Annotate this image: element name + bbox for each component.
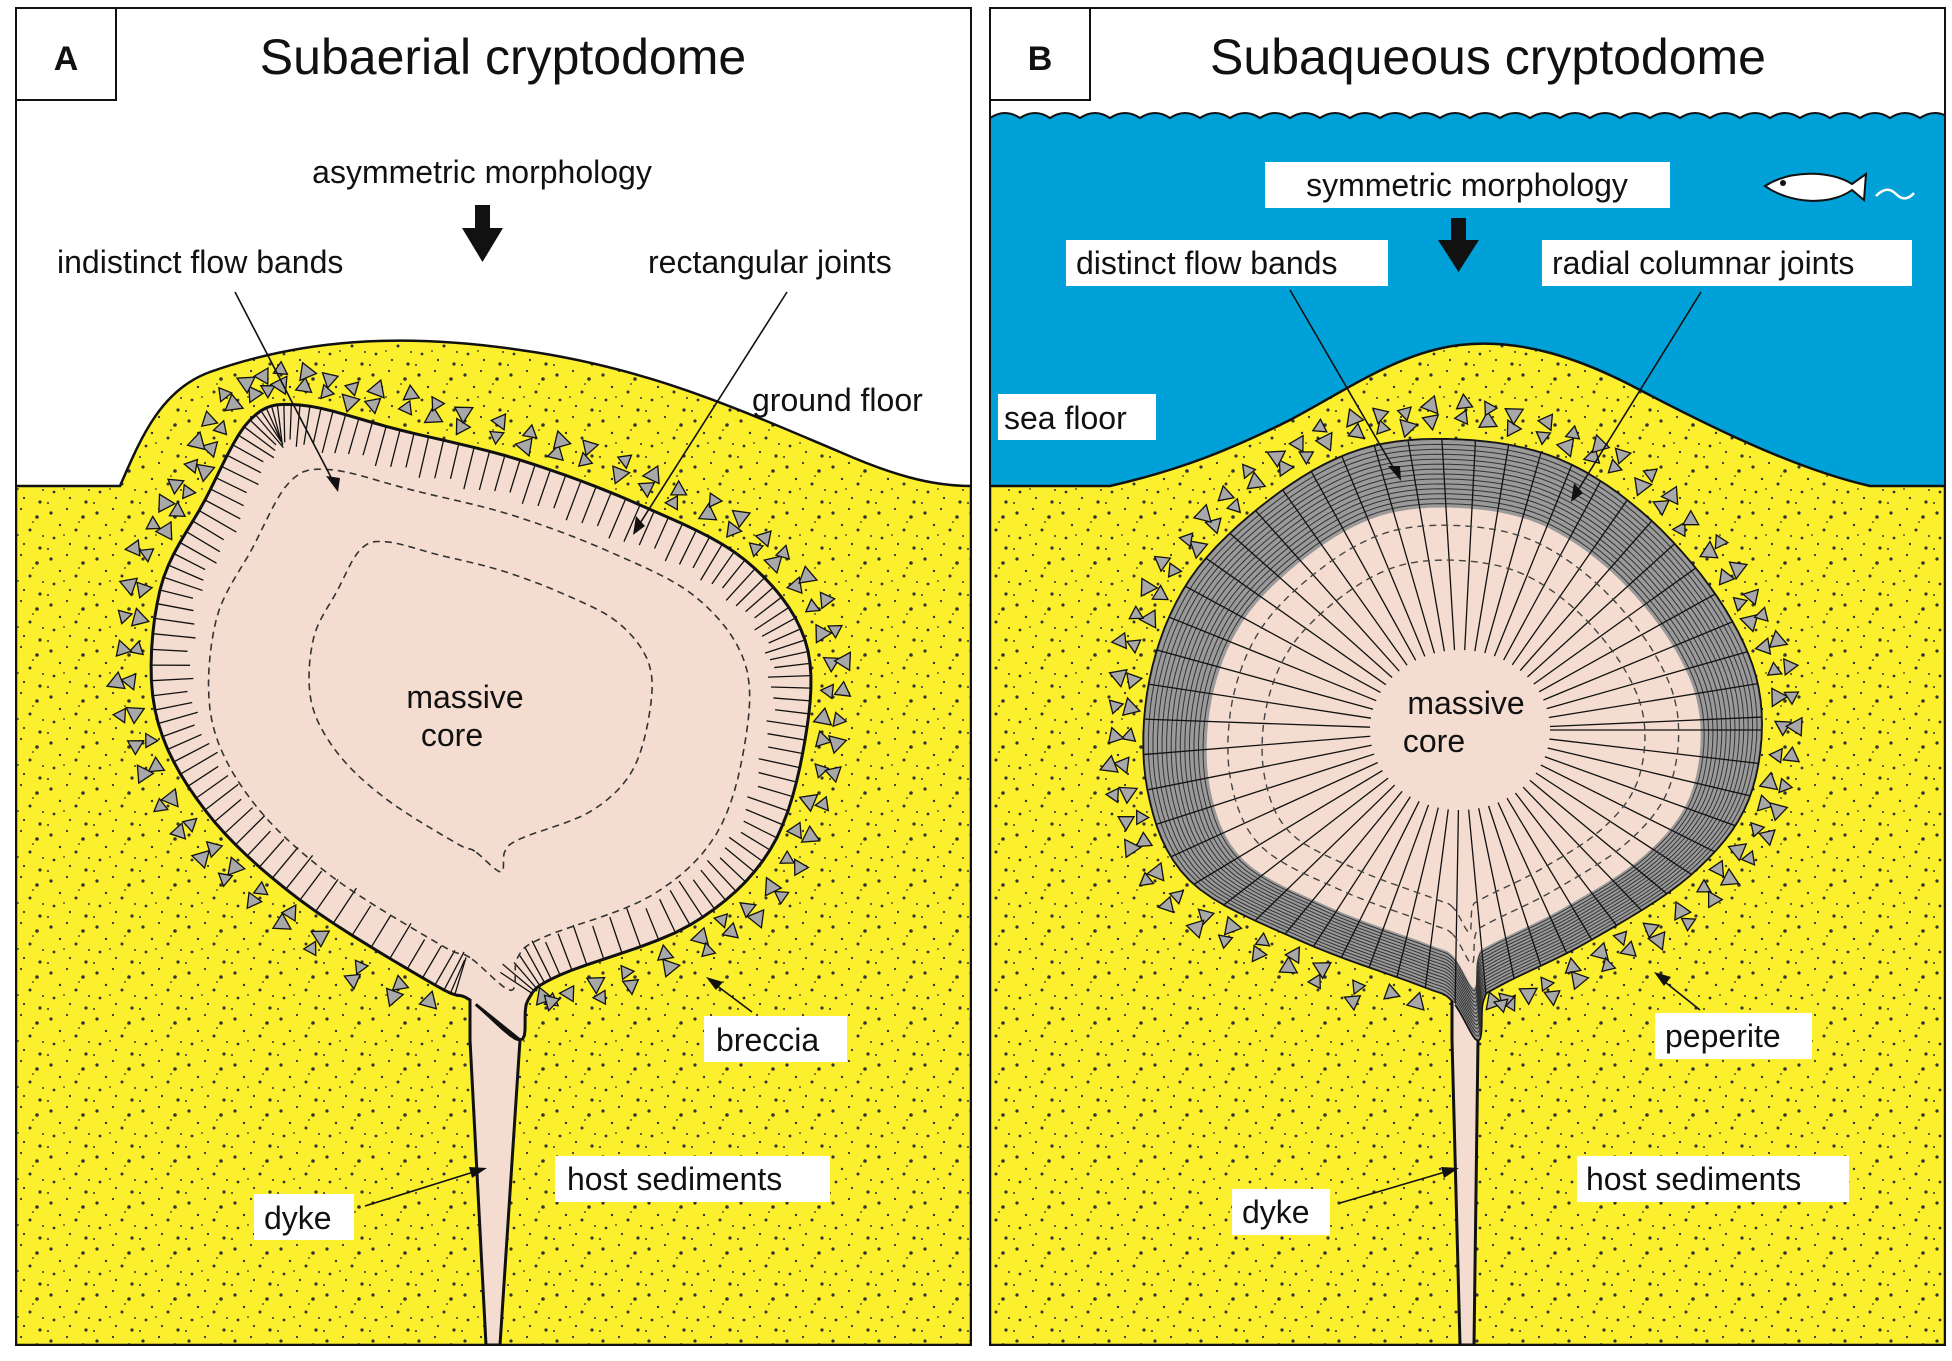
host-label: host sediments: [567, 1161, 782, 1197]
morphology-label: symmetric morphology: [1306, 167, 1628, 203]
margin-label: breccia: [716, 1022, 819, 1058]
joints-label: radial columnar joints: [1552, 245, 1854, 281]
joint-line: [284, 404, 285, 442]
core-label-line2: core: [1403, 723, 1465, 759]
margin-label: peperite: [1665, 1018, 1781, 1054]
panel-b-letter: B: [1028, 40, 1053, 78]
panel-a-subaerial: A Subaerial cryptodome asymmetric morpho…: [16, 8, 971, 1345]
flow-bands-label: distinct flow bands: [1076, 245, 1337, 281]
morphology-label: asymmetric morphology: [312, 154, 652, 190]
panel-b-title: Subaqueous cryptodome: [1210, 29, 1766, 85]
panel-a-letter: A: [54, 40, 79, 78]
host-label: host sediments: [1586, 1161, 1801, 1197]
panel-b-subaqueous: B Subaqueous cryptodome symmetric morpho…: [940, 8, 1952, 1345]
core-label-line1: massive: [406, 679, 523, 715]
surface-label: ground floor: [752, 382, 923, 418]
panel-a-title: Subaerial cryptodome: [260, 29, 746, 85]
flow-bands-label: indistinct flow bands: [57, 244, 343, 280]
core-label-line2: core: [421, 717, 483, 753]
dyke-label: dyke: [264, 1200, 332, 1236]
surface-label: sea floor: [1004, 400, 1127, 436]
joints-label: rectangular joints: [648, 244, 892, 280]
core-label-line1: massive: [1407, 685, 1524, 721]
dyke-label: dyke: [1242, 1194, 1310, 1230]
